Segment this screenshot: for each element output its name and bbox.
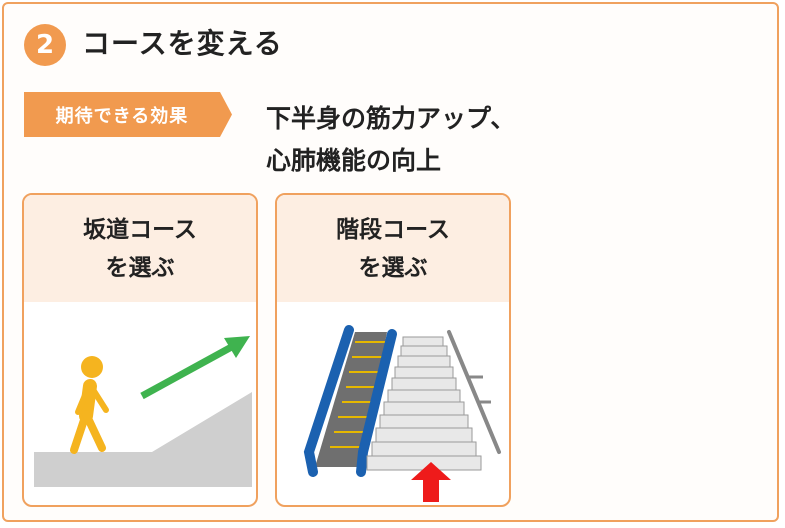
- panel-title: コースを変える: [82, 27, 283, 60]
- slope-shape: [34, 392, 252, 487]
- green-arrow-head: [224, 336, 250, 358]
- effect-text: 下半身の筋力アップ、 心肺機能の向上: [266, 98, 515, 182]
- card-title-line1: 坂道コース: [83, 216, 197, 243]
- card-title-line2: を選ぶ: [105, 254, 175, 281]
- green-arrow-line: [140, 340, 239, 400]
- escalator-handrail-left: [303, 325, 354, 477]
- info-panel: 2 コースを変える 期待できる効果 下半身の筋力アップ、 心肺機能の向上 坂道コ…: [2, 2, 779, 522]
- person-walking-slope-icon: [34, 336, 252, 487]
- escalator-handrail-right: [356, 329, 397, 477]
- effect-line-2: 心肺機能の向上: [266, 146, 442, 175]
- card-header: 階段コース を選ぶ: [277, 195, 509, 302]
- red-up-arrow: [411, 462, 451, 502]
- walking-person: [70, 356, 109, 454]
- tag-arrow-shape: [24, 92, 232, 137]
- stairs: [366, 336, 482, 471]
- effect-tag: 期待できる効果: [24, 92, 232, 137]
- card-slope-course: 坂道コース を選ぶ: [22, 193, 258, 507]
- escalator-and-stairs-icon: [303, 325, 501, 502]
- card-illustration: [277, 302, 509, 505]
- stairs-handrail: [447, 330, 501, 454]
- escalator-body: [315, 332, 387, 467]
- effect-line-1: 下半身の筋力アップ、: [266, 104, 516, 133]
- card-title-line2: を選ぶ: [358, 254, 428, 281]
- card-illustration: [24, 302, 256, 505]
- card-stairs-course: 階段コース を選ぶ: [275, 193, 511, 507]
- effect-tag-label: 期待できる効果: [55, 105, 189, 127]
- card-title-line1: 階段コース: [336, 216, 450, 243]
- card-header: 坂道コース を選ぶ: [24, 195, 256, 302]
- step-number-badge: 2: [24, 24, 66, 66]
- escalator-steps: [330, 341, 385, 448]
